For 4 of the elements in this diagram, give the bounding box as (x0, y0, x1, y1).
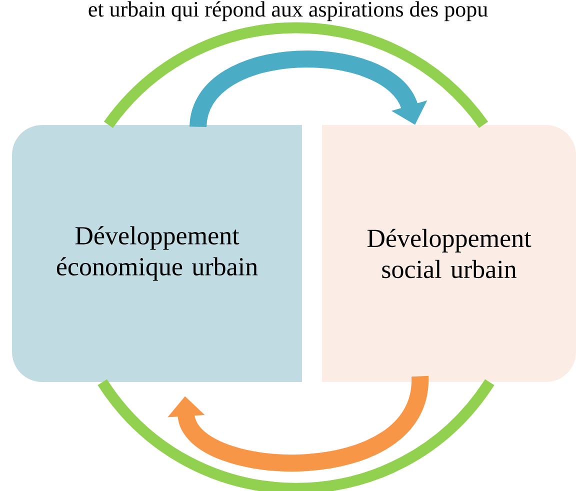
process-box: Développement économique urbain (12, 125, 302, 382)
heading-text: et urbain qui répond aux aspirations des popu (88, 1, 488, 22)
process-box: Développement social urbain (322, 125, 576, 382)
arrow (190, 50, 428, 129)
